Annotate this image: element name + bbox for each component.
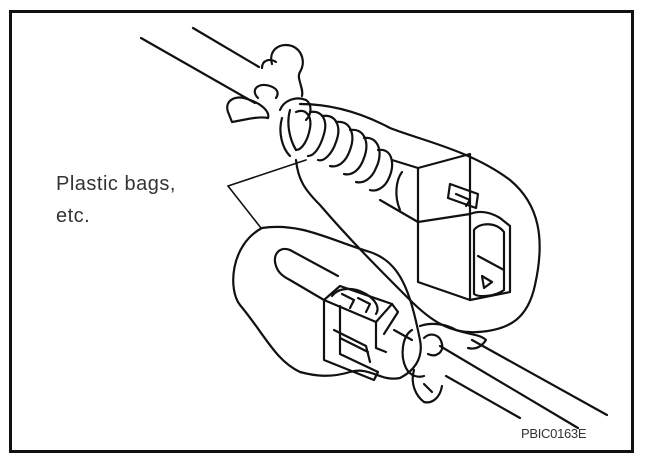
- lower-bag-tie-icon: [401, 322, 488, 404]
- male-connector-icon: [273, 247, 414, 382]
- callout-leader-lines: [227, 159, 307, 229]
- upper-wire-harness: [139, 26, 261, 105]
- lower-wire-harness: [438, 338, 609, 430]
- lower-plastic-bag: [232, 225, 422, 380]
- upper-plastic-bag: [294, 102, 541, 334]
- callout-line-1: Plastic bags,: [56, 173, 176, 195]
- figure-frame: [9, 10, 634, 453]
- callout-label: Plastic bags, etc.: [56, 168, 176, 232]
- figure-id: PBIC0163E: [521, 426, 587, 441]
- callout-line-2: etc.: [56, 205, 91, 227]
- upper-bag-tie-icon: [226, 43, 312, 158]
- female-connector-icon: [294, 109, 512, 302]
